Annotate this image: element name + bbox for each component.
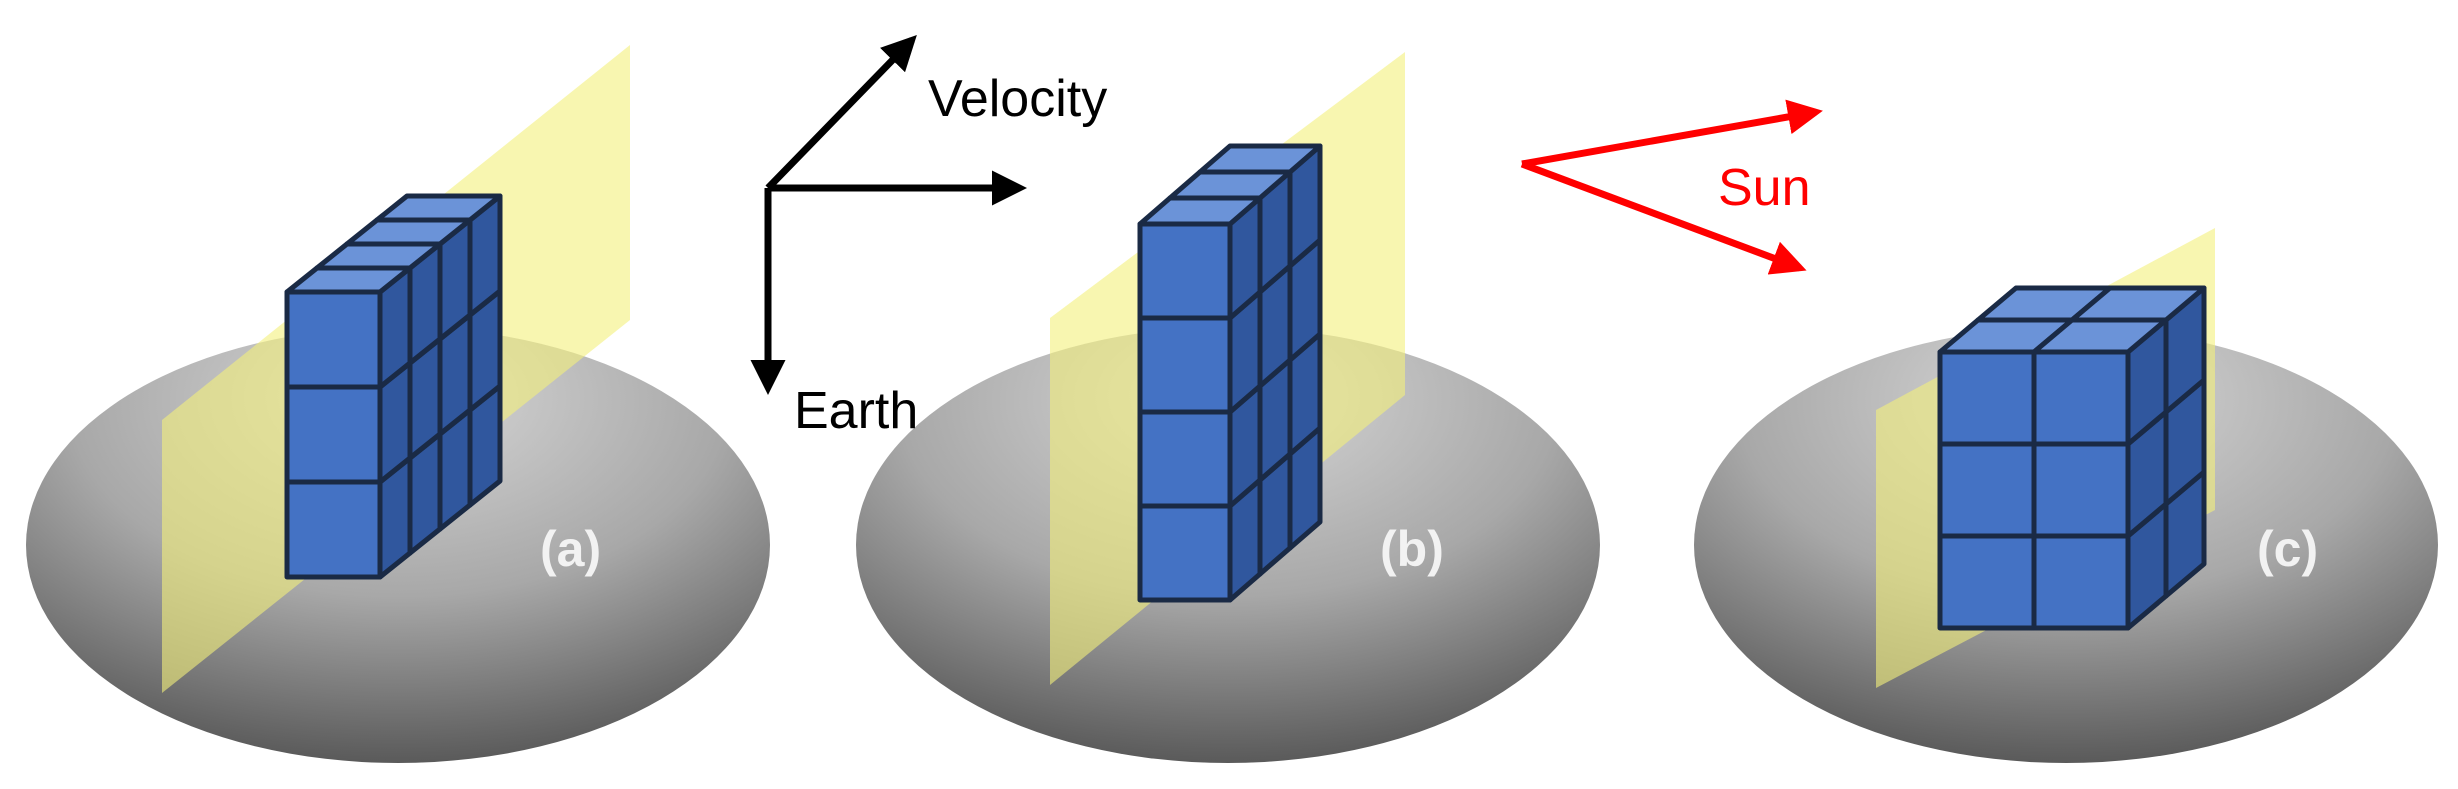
panel-b: (b) xyxy=(856,52,1600,763)
panel-c: (c) xyxy=(1694,228,2438,763)
cube-front-face xyxy=(284,289,383,390)
cube-front-face xyxy=(2031,441,2131,539)
panel-label-a: (a) xyxy=(540,521,601,577)
cube-front-face xyxy=(1137,503,1233,603)
cube-front-face xyxy=(1937,441,2037,539)
cube-front-face xyxy=(2031,349,2131,447)
axis-triad: Velocity Earth xyxy=(750,34,1107,440)
panel-a: (a) xyxy=(26,45,770,763)
cube-top-face xyxy=(1197,143,1323,175)
cube-front-face xyxy=(284,479,383,580)
sun-label: Sun xyxy=(1718,159,1811,217)
cube-front-face xyxy=(1137,221,1233,321)
panel-label-b: (b) xyxy=(1380,521,1444,577)
cube-stack-a xyxy=(284,193,503,580)
cube-front-face xyxy=(1137,315,1233,415)
velocity-arrow xyxy=(765,34,917,191)
velocity-label: Velocity xyxy=(928,70,1107,128)
cube-stack-c xyxy=(1937,285,2207,631)
earth-label: Earth xyxy=(794,382,918,440)
cube-top-face xyxy=(2069,285,2207,323)
panel-label-c: (c) xyxy=(2257,521,2318,577)
cube-front-face xyxy=(2031,533,2131,631)
cube-stack-b xyxy=(1137,143,1323,603)
sun-arrow-lower xyxy=(1520,160,1807,275)
cube-front-face xyxy=(1137,409,1233,509)
cube-front-face xyxy=(1937,533,2037,631)
sun-arrow-upper xyxy=(1521,99,1823,168)
cube-front-face xyxy=(284,384,383,485)
cube-top-face xyxy=(374,193,503,223)
sun-direction: Sun xyxy=(1520,99,1823,275)
cube-front-face xyxy=(1937,349,2037,447)
